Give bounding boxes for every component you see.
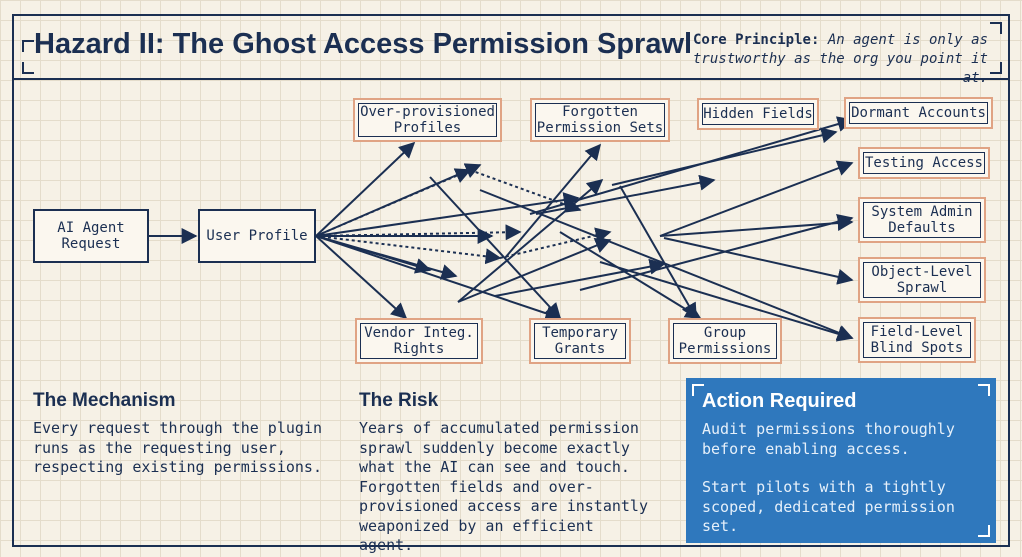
action-required-panel: Action Required Audit permissions thorou… (686, 378, 996, 543)
dotted-arrow-2 (469, 169, 582, 213)
arrow-cross-2 (535, 174, 716, 215)
vendor-label: Vendor Integ. Rights (364, 325, 474, 357)
overprovisioned-label: Over-provisioned Profiles (360, 104, 495, 136)
ai-agent-request-node: AI Agent Request (33, 209, 149, 263)
arrow-to-hidden (315, 163, 482, 237)
temporary-label: Temporary Grants (542, 325, 618, 357)
corner-mark (978, 384, 990, 396)
arrow-forward-2 (529, 116, 854, 215)
arrow-to-testing (659, 160, 854, 237)
object-level-sprawl-node: Object-Level Sprawl (858, 257, 986, 303)
arrow-to-group (559, 231, 702, 319)
arrow-to-hidden-2 (429, 176, 562, 320)
action-required-line-2: Start pilots with a tightly scoped, dedi… (702, 478, 955, 535)
arrow-cross-3 (494, 258, 666, 297)
forgotten-label: Forgotten Permission Sets (536, 104, 664, 136)
arrow-to-forgotten (504, 143, 602, 259)
header-frame (12, 14, 1010, 80)
hidden-fields-label: Hidden Fields (703, 106, 813, 122)
system-admin-label: System Admin Defaults (871, 204, 973, 236)
arrow-to-vendor (315, 235, 408, 320)
mechanism-heading: The Mechanism (33, 390, 176, 411)
risk-body: Years of accumulated permission sprawl s… (359, 419, 648, 554)
temporary-grants-node: Temporary Grants (529, 318, 631, 364)
system-admin-defaults-node: System Admin Defaults (858, 197, 986, 243)
dotted-arrow-1 (315, 168, 472, 237)
dotted-arrow-4 (499, 227, 612, 259)
field-level-label: Field-Level Blind Spots (870, 324, 964, 356)
arrow-to-temporary (315, 235, 562, 321)
arrow-mid-4 (457, 238, 612, 303)
arrow-to-overprovisioned (315, 141, 416, 237)
risk-heading: The Risk (359, 390, 439, 411)
mechanism-body: Every request through the plugin runs as… (33, 419, 322, 476)
core-principle-label: Core Principle: (692, 32, 820, 48)
corner-mark (990, 62, 1002, 74)
group-permissions-node: Group Permissions (668, 318, 782, 364)
action-required-heading: Action Required (702, 390, 857, 412)
dotted-arrow-5 (315, 224, 522, 241)
core-principle-text: An agent is only as trustworthy as the o… (692, 32, 988, 86)
corner-mark (22, 62, 34, 74)
corner-mark (990, 22, 1002, 34)
hidden-fields-node: Hidden Fields (697, 98, 819, 130)
arrow-to-fieldlevel (599, 261, 854, 342)
arrow-to-dormant (315, 192, 580, 237)
arrow-to-objectlevel (663, 237, 854, 285)
testing-access-label: Testing Access (864, 155, 983, 171)
core-principle: Core Principle: An agent is only as trus… (678, 31, 988, 88)
corner-mark (22, 40, 34, 52)
arrow-forward-1 (619, 185, 697, 320)
vendor-integ-rights-node: Vendor Integ. Rights (355, 318, 483, 364)
user-profile-node: User Profile (198, 209, 316, 263)
group-label: Group Permissions (678, 325, 772, 357)
dormant-accounts-node: Dormant Accounts (844, 97, 993, 129)
arrow-cross-4 (579, 213, 854, 291)
dotted-arrow-3 (315, 235, 502, 265)
testing-access-node: Testing Access (858, 147, 990, 179)
corner-mark (692, 384, 704, 396)
action-required-line-1: Audit permissions thoroughly before enab… (702, 420, 955, 458)
corner-mark (978, 525, 990, 537)
object-level-label: Object-Level Sprawl (871, 264, 973, 296)
forgotten-permission-sets-node: Forgotten Permission Sets (530, 98, 670, 142)
field-level-blind-spots-node: Field-Level Blind Spots (858, 317, 976, 363)
content-frame (12, 78, 1010, 547)
arrow-to-sysadmin (659, 215, 854, 237)
page-title: Hazard II: The Ghost Access Permission S… (34, 28, 693, 60)
user-profile-label: User Profile (206, 228, 308, 244)
dormant-accounts-label: Dormant Accounts (851, 105, 986, 121)
ai-agent-request-label: AI Agent Request (57, 220, 125, 252)
arrow-cross-1 (611, 127, 838, 186)
overprovisioned-profiles-node: Over-provisioned Profiles (353, 98, 502, 142)
